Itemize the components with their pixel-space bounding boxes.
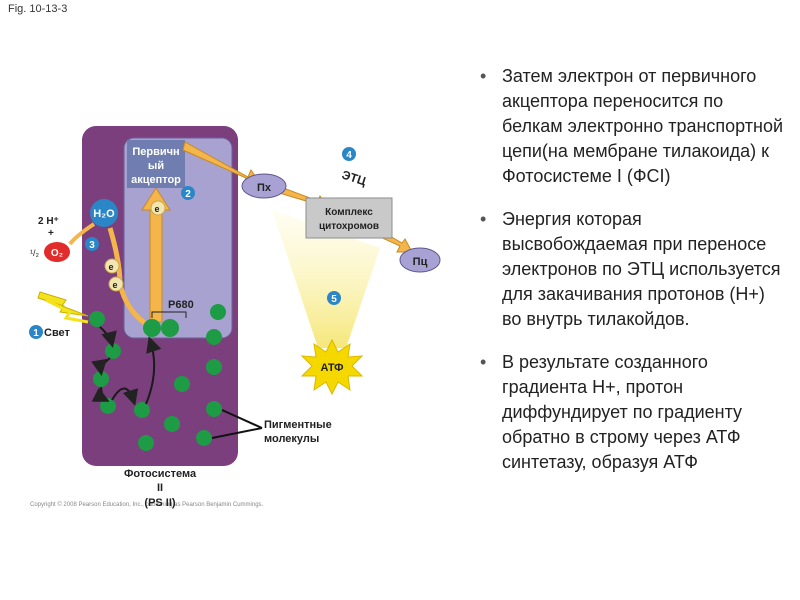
figure-label: Fig. 10-13-3 bbox=[8, 3, 68, 15]
pc-carrier bbox=[399, 247, 441, 273]
pigment-10 bbox=[210, 304, 226, 320]
primary-acceptor-label-3: акцептор bbox=[131, 174, 181, 186]
pigment-callout-2 bbox=[211, 427, 263, 439]
pigment-molecules bbox=[89, 304, 226, 451]
pigment-13 bbox=[196, 430, 212, 446]
pigment-4 bbox=[100, 398, 116, 414]
pigment-label-1: Пигментные bbox=[264, 419, 332, 431]
excitation-arrow bbox=[141, 187, 171, 323]
pigment-6 bbox=[138, 435, 154, 451]
px-label: Пх bbox=[257, 182, 272, 194]
primary-acceptor bbox=[127, 140, 185, 188]
pigment-2 bbox=[105, 343, 121, 359]
transfer-arrow-5 bbox=[145, 336, 162, 405]
pigment-3 bbox=[93, 371, 109, 387]
pigment-label-2: молекулы bbox=[264, 433, 319, 445]
light-bolt bbox=[37, 291, 89, 317]
energy-transfer-arrows bbox=[91, 326, 162, 406]
electron-acceptor bbox=[150, 200, 166, 216]
ps-label-3: (PS II) bbox=[144, 497, 176, 509]
primary-acceptor-label-1: Первичн bbox=[132, 146, 179, 158]
atp-burst bbox=[300, 338, 364, 396]
step-5-circle bbox=[327, 291, 341, 305]
etc-label: ЭТЦ bbox=[340, 168, 368, 189]
cytochrome-label-1: Комплекс bbox=[325, 207, 373, 218]
pigment-7 bbox=[174, 376, 190, 392]
p680-left bbox=[143, 319, 161, 337]
step-3-label: 3 bbox=[89, 240, 95, 251]
pigment-12 bbox=[206, 401, 222, 417]
copyright-text: Copyright © 2008 Pearson Education, Inc.… bbox=[30, 501, 264, 508]
px-carrier bbox=[241, 173, 287, 199]
step-5-label: 5 bbox=[331, 294, 337, 305]
ps-label-1: Фотосистема bbox=[124, 468, 197, 480]
atp-label: АТФ bbox=[320, 362, 343, 374]
h-plus-label: 2 H⁺ bbox=[38, 216, 59, 227]
bullet-item-1: Затем электрон от первичного акцептора п… bbox=[476, 64, 786, 189]
water-split-arrow bbox=[68, 222, 96, 246]
cytochrome-complex bbox=[305, 197, 393, 239]
pigment-1 bbox=[89, 311, 105, 327]
h2o-molecule bbox=[90, 199, 118, 227]
step-1-circle bbox=[29, 325, 43, 339]
h2o-label: H₂O bbox=[93, 208, 115, 220]
step-2-circle bbox=[181, 186, 195, 200]
pigment-callout-1 bbox=[221, 409, 263, 429]
transfer-arrow-1 bbox=[99, 326, 117, 348]
electron-2-label: e bbox=[112, 280, 117, 290]
bullet-item-2: Энергия которая высвобождаемая при перен… bbox=[476, 207, 786, 332]
pigment-11 bbox=[206, 359, 222, 375]
plus-sign: + bbox=[48, 228, 54, 239]
o2-molecule bbox=[44, 242, 70, 262]
pigment-5 bbox=[134, 402, 150, 418]
ps-label-2: II bbox=[157, 482, 163, 494]
bullet-list: Затем электрон от первичного акцептора п… bbox=[476, 64, 786, 493]
light-label: Свет bbox=[44, 327, 71, 339]
pigment-9 bbox=[206, 329, 222, 345]
p680-right bbox=[161, 319, 179, 337]
step-1-label: 1 bbox=[33, 328, 39, 339]
electron-acceptor-label: e bbox=[154, 204, 159, 214]
transfer-arrow-2 bbox=[91, 357, 111, 376]
electron-1-label: e bbox=[108, 262, 113, 272]
bullet-item-3: В результате созданного градиента H+, пр… bbox=[476, 350, 786, 475]
pc-label: Пц bbox=[413, 256, 428, 268]
pigment-8 bbox=[164, 416, 180, 432]
step-3-circle bbox=[85, 237, 99, 251]
transfer-arrow-3 bbox=[91, 386, 110, 402]
cytochrome-label-2: цитохромов bbox=[319, 221, 379, 232]
step-4-circle bbox=[342, 147, 356, 161]
photosystem-ii-diagram: Первичн ый акцептор Пх Комплекс цитохром… bbox=[29, 126, 441, 509]
energy-beam bbox=[272, 210, 380, 348]
electron-1 bbox=[104, 258, 120, 274]
transfer-arrow-4 bbox=[111, 387, 139, 406]
o2-label: O₂ bbox=[51, 248, 63, 259]
step-4-label: 4 bbox=[346, 150, 352, 161]
pigment-callout-lines bbox=[211, 409, 263, 439]
electron-2 bbox=[108, 276, 124, 292]
half-label: ¹/₂ bbox=[30, 248, 39, 258]
step-2-label: 2 bbox=[185, 189, 191, 200]
primary-acceptor-label-2: ый bbox=[148, 160, 164, 172]
p680-label: P680 bbox=[168, 299, 194, 311]
p680-bracket bbox=[151, 311, 187, 318]
light-bolt-2 bbox=[45, 298, 89, 324]
